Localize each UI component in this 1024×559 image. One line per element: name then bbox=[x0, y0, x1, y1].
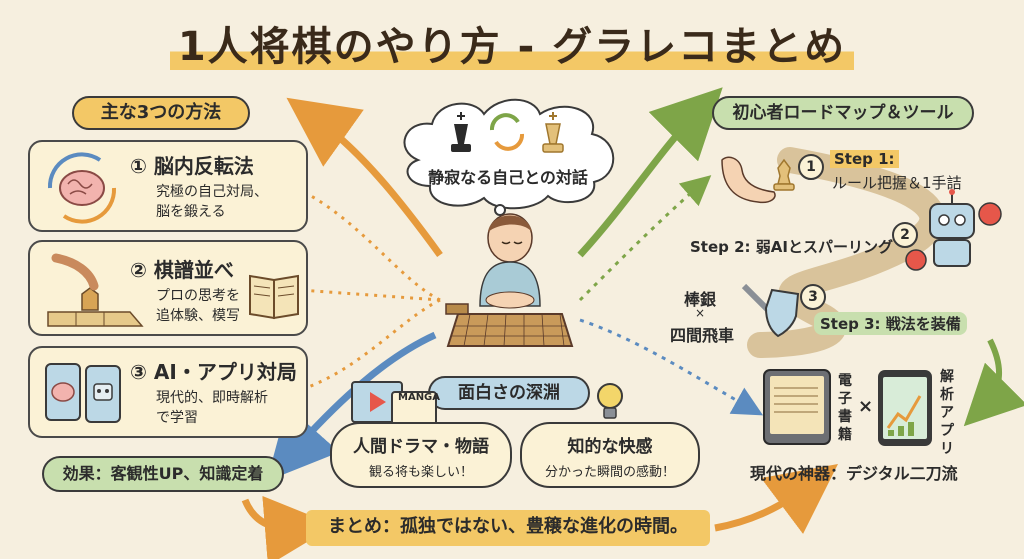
lightbulb-icon bbox=[597, 383, 623, 419]
step-3-label: Step 3: 戦法を装備 bbox=[814, 312, 967, 335]
method-card-2: ② 棋譜並べ プロの思考を 追体験、模写 bbox=[28, 240, 308, 336]
method-1-desc2: 脳を鍛える bbox=[156, 204, 226, 220]
fun-item-2-title: 知的な快感 bbox=[567, 437, 653, 457]
step-1-desc: ルール把握＆1手詰 bbox=[832, 174, 962, 192]
gold-chess-piece-icon bbox=[542, 112, 564, 153]
tool-1-label: 電子書籍 bbox=[838, 373, 852, 443]
fun-item-1: 人間ドラマ・物語 観る将も楽しい！ bbox=[330, 422, 512, 488]
kifu-book-icon bbox=[249, 274, 299, 320]
method-3-title: AI・アプリ対局 bbox=[153, 360, 297, 384]
strategy-1: 棒銀 bbox=[683, 290, 716, 309]
ebook-reader-icon bbox=[763, 369, 831, 445]
fun-header: 面白さの深淵 bbox=[428, 376, 590, 410]
method-2-desc1: プロの思考を bbox=[156, 288, 240, 304]
method-3-num: ③ bbox=[130, 360, 147, 384]
analysis-app-phone-icon bbox=[878, 370, 932, 446]
method-card-1: ① 脳内反転法 究極の自己対局、 脳を鍛える bbox=[28, 140, 308, 232]
methods-header: 主な3つの方法 bbox=[72, 96, 250, 130]
hand-piece-icon bbox=[47, 253, 144, 327]
step-1-label: Step 1: bbox=[830, 150, 899, 168]
step-3-number: 3 bbox=[800, 284, 826, 310]
step-2-label: Step 2: 弱AIとスパーリング bbox=[690, 238, 893, 256]
fun-item-1-title: 人間ドラマ・物語 bbox=[353, 437, 489, 457]
thought-cloud: 静寂なる自己との対話 bbox=[388, 90, 628, 216]
step-1-number: 1 bbox=[798, 154, 824, 180]
method-card-3: ③ AI・アプリ対局 現代的、即時解析 で学習 bbox=[28, 346, 308, 438]
roadmap-header: 初心者ロードマップ＆ツール bbox=[712, 96, 974, 130]
method-1-desc1: 究極の自己対局、 bbox=[156, 184, 268, 200]
foot-pawn-icon bbox=[721, 156, 795, 204]
tool-2-label: 解析アプリ bbox=[940, 369, 954, 457]
arrow-to-methods bbox=[286, 97, 443, 258]
fun-item-1-desc: 観る将も楽しい！ bbox=[368, 465, 473, 480]
strategy-2: 四間飛車 bbox=[669, 326, 734, 345]
sword-shield-icon bbox=[741, 283, 800, 338]
boy-playing-shogi-illustration bbox=[445, 213, 574, 347]
method-3-desc2: で学習 bbox=[156, 410, 198, 426]
tools-x: × bbox=[858, 396, 874, 417]
method-2-title: 棋譜並べ bbox=[153, 258, 234, 282]
fun-item-2: 知的な快感 分かった瞬間の感動！ bbox=[520, 422, 700, 488]
tools-caption: 現代の神器：デジタル二刀流 bbox=[750, 464, 958, 483]
cycle-arrows-icon bbox=[490, 113, 524, 151]
method-3-desc1: 現代的、即時解析 bbox=[156, 390, 268, 406]
fun-item-2-desc: 分かった瞬間の感動！ bbox=[544, 465, 675, 480]
method-1-title: 脳内反転法 bbox=[153, 154, 254, 178]
thought-text: 静寂なる自己との対話 bbox=[428, 168, 588, 187]
manga-label: MANGA bbox=[398, 392, 441, 403]
boxing-robot-icon bbox=[905, 189, 1002, 271]
method-1-num: ① bbox=[130, 154, 147, 178]
tablet-robot-icon bbox=[45, 363, 121, 423]
page-title: 1人将棋のやり方 ‐ グラレコまとめ bbox=[0, 14, 1024, 72]
arrow-to-roadmap bbox=[577, 87, 723, 258]
strategy-x: × bbox=[694, 306, 706, 320]
black-chess-piece-icon bbox=[451, 112, 471, 152]
brain-icon bbox=[47, 152, 117, 224]
summary-banner: まとめ：孤独ではない、豊穣な進化の時間。 bbox=[306, 510, 710, 546]
method-2-num: ② bbox=[130, 258, 147, 282]
step-2-number: 2 bbox=[892, 222, 918, 248]
effect-badge: 効果：客観性UP、知識定着 bbox=[42, 456, 284, 492]
method-2-desc2: 追体験、模写 bbox=[156, 308, 240, 324]
